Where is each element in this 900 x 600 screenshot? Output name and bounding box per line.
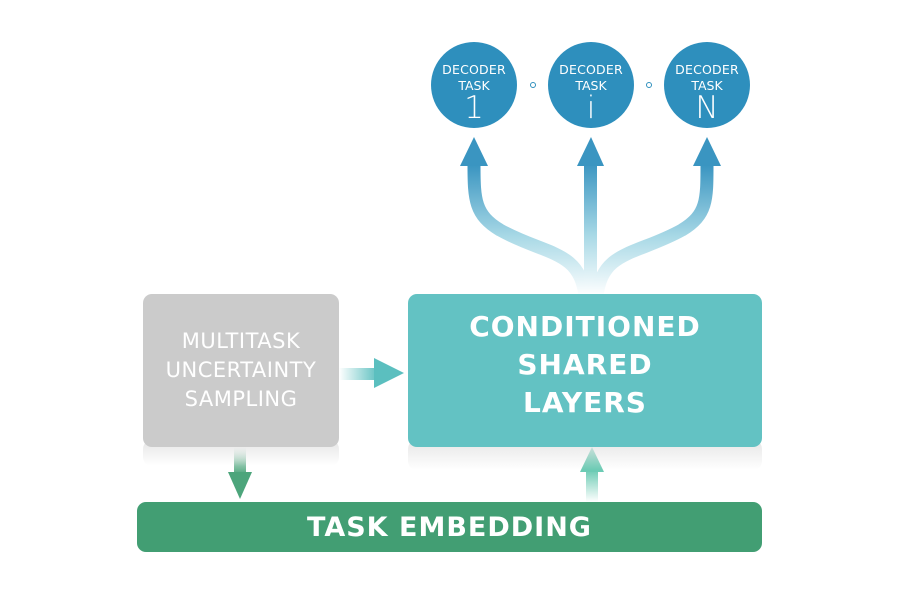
decoder-task-i: DECODER TASK i xyxy=(548,42,634,128)
separator-dot-icon xyxy=(646,82,652,88)
decoder-label: DECODER xyxy=(559,62,623,77)
arrow-sampling-to-shared xyxy=(339,358,404,388)
arrow-to-decoder-i xyxy=(577,137,604,296)
conditioned-shared-layers-box: CONDITIONED SHARED LAYERS xyxy=(408,294,762,447)
decoder-label: DECODER xyxy=(442,62,506,77)
arrow-to-decoder-1 xyxy=(460,137,592,298)
shared-line-2: SHARED xyxy=(517,347,653,381)
decoder-index: N xyxy=(695,90,719,126)
sampling-line-3: SAMPLING xyxy=(184,387,298,411)
sampling-line-1: MULTITASK xyxy=(181,329,301,353)
sampling-line-2: UNCERTAINTY xyxy=(165,358,317,382)
arrow-to-decoder-n xyxy=(590,137,721,298)
task-embedding-label: TASK EMBEDDING xyxy=(307,511,592,543)
decoder-label: DECODER xyxy=(675,62,739,77)
shared-line-1: CONDITIONED xyxy=(469,309,701,343)
decoder-task-label: TASK xyxy=(575,78,607,93)
multitask-uncertainty-sampling-box: MULTITASK UNCERTAINTY SAMPLING xyxy=(143,294,339,447)
task-embedding-box: TASK EMBEDDING xyxy=(137,502,762,552)
decoder-index: 1 xyxy=(464,90,484,126)
decoder-task-n: DECODER TASK N xyxy=(664,42,750,128)
separator-dot-icon xyxy=(530,82,536,88)
decoder-task-label: TASK xyxy=(458,78,490,93)
decoder-index: i xyxy=(586,90,596,126)
shared-line-3: LAYERS xyxy=(523,385,647,419)
decoder-task-1: DECODER TASK 1 xyxy=(431,42,517,128)
decoder-task-label: TASK xyxy=(691,78,723,93)
